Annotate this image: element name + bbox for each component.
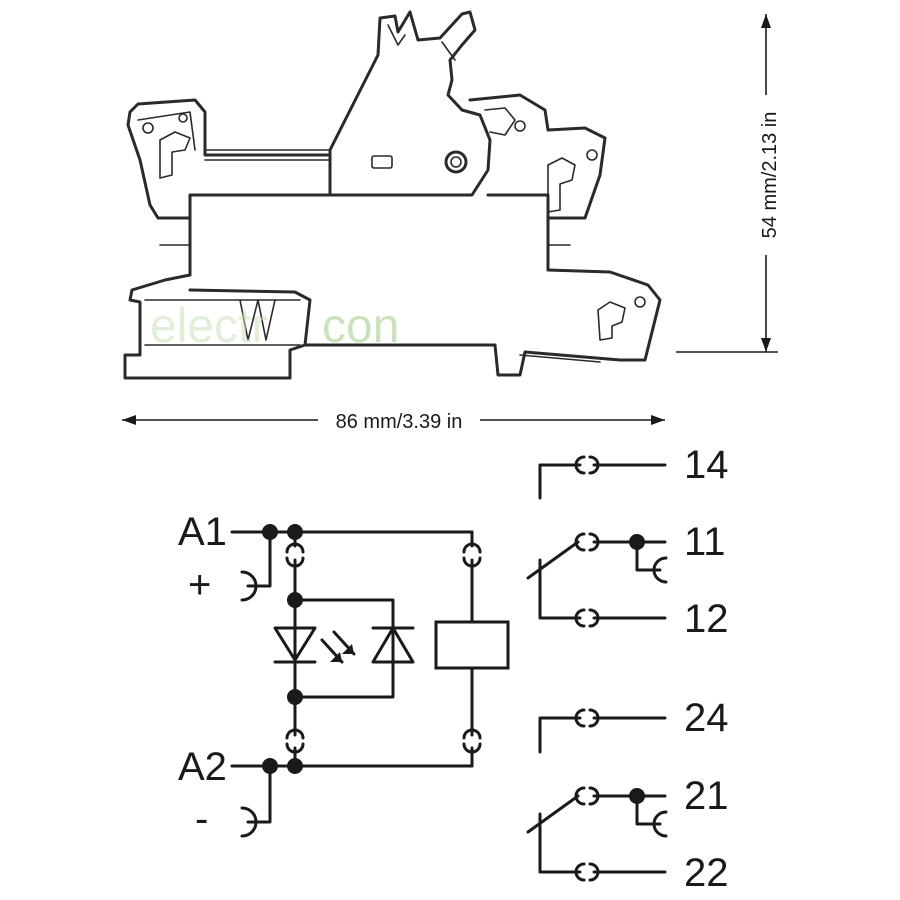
plus-terminal-hook — [240, 570, 258, 602]
watermark-text-a: electr — [150, 300, 267, 353]
contact-set-1: 14 11 12 — [526, 443, 729, 641]
lever-pivot — [444, 150, 468, 174]
relay-coil — [434, 620, 510, 670]
clamp-right-lower — [597, 301, 626, 341]
minus-label: - — [195, 797, 208, 841]
plug-connector — [285, 542, 305, 554]
watermark-text-b: con — [322, 300, 399, 353]
contact-12-label: 12 — [684, 597, 729, 641]
height-dimension: 54 mm/2.13 in — [676, 14, 781, 353]
watermark: electr con — [150, 300, 399, 353]
clamp-left — [159, 131, 191, 179]
bottom-left-block — [123, 273, 312, 380]
height-label: 54 mm/2.13 in — [759, 112, 781, 239]
terminal-a1-label: A1 — [178, 510, 227, 554]
protection-diode — [371, 626, 415, 664]
minus-terminal-hook — [240, 806, 258, 838]
clamp-right-upper — [547, 157, 576, 213]
spring-contact — [239, 299, 276, 341]
left-terminal-block — [126, 98, 332, 220]
contact-set-2: 24 21 22 — [526, 696, 729, 895]
din-rail-base — [303, 268, 662, 377]
plus-label: + — [188, 563, 211, 607]
contact-22-label: 22 — [684, 851, 729, 895]
contact-21-label: 21 — [684, 774, 729, 818]
led-diode — [273, 626, 356, 664]
contact-24-label: 24 — [684, 696, 729, 740]
terminal-a2-label: A2 — [178, 745, 227, 789]
contact-11-label: 11 — [684, 520, 726, 564]
width-label: 86 mm/3.39 in — [336, 411, 463, 433]
coil-circuit: A1 + A2 - — [178, 510, 510, 841]
relay-socket-drawing — [123, 10, 662, 380]
contact-14-label: 14 — [684, 443, 729, 487]
screw-hole — [142, 122, 154, 134]
ejector-lever — [328, 10, 492, 197]
lever-slot — [371, 155, 393, 169]
width-dimension: 86 mm/3.39 in — [122, 405, 665, 433]
